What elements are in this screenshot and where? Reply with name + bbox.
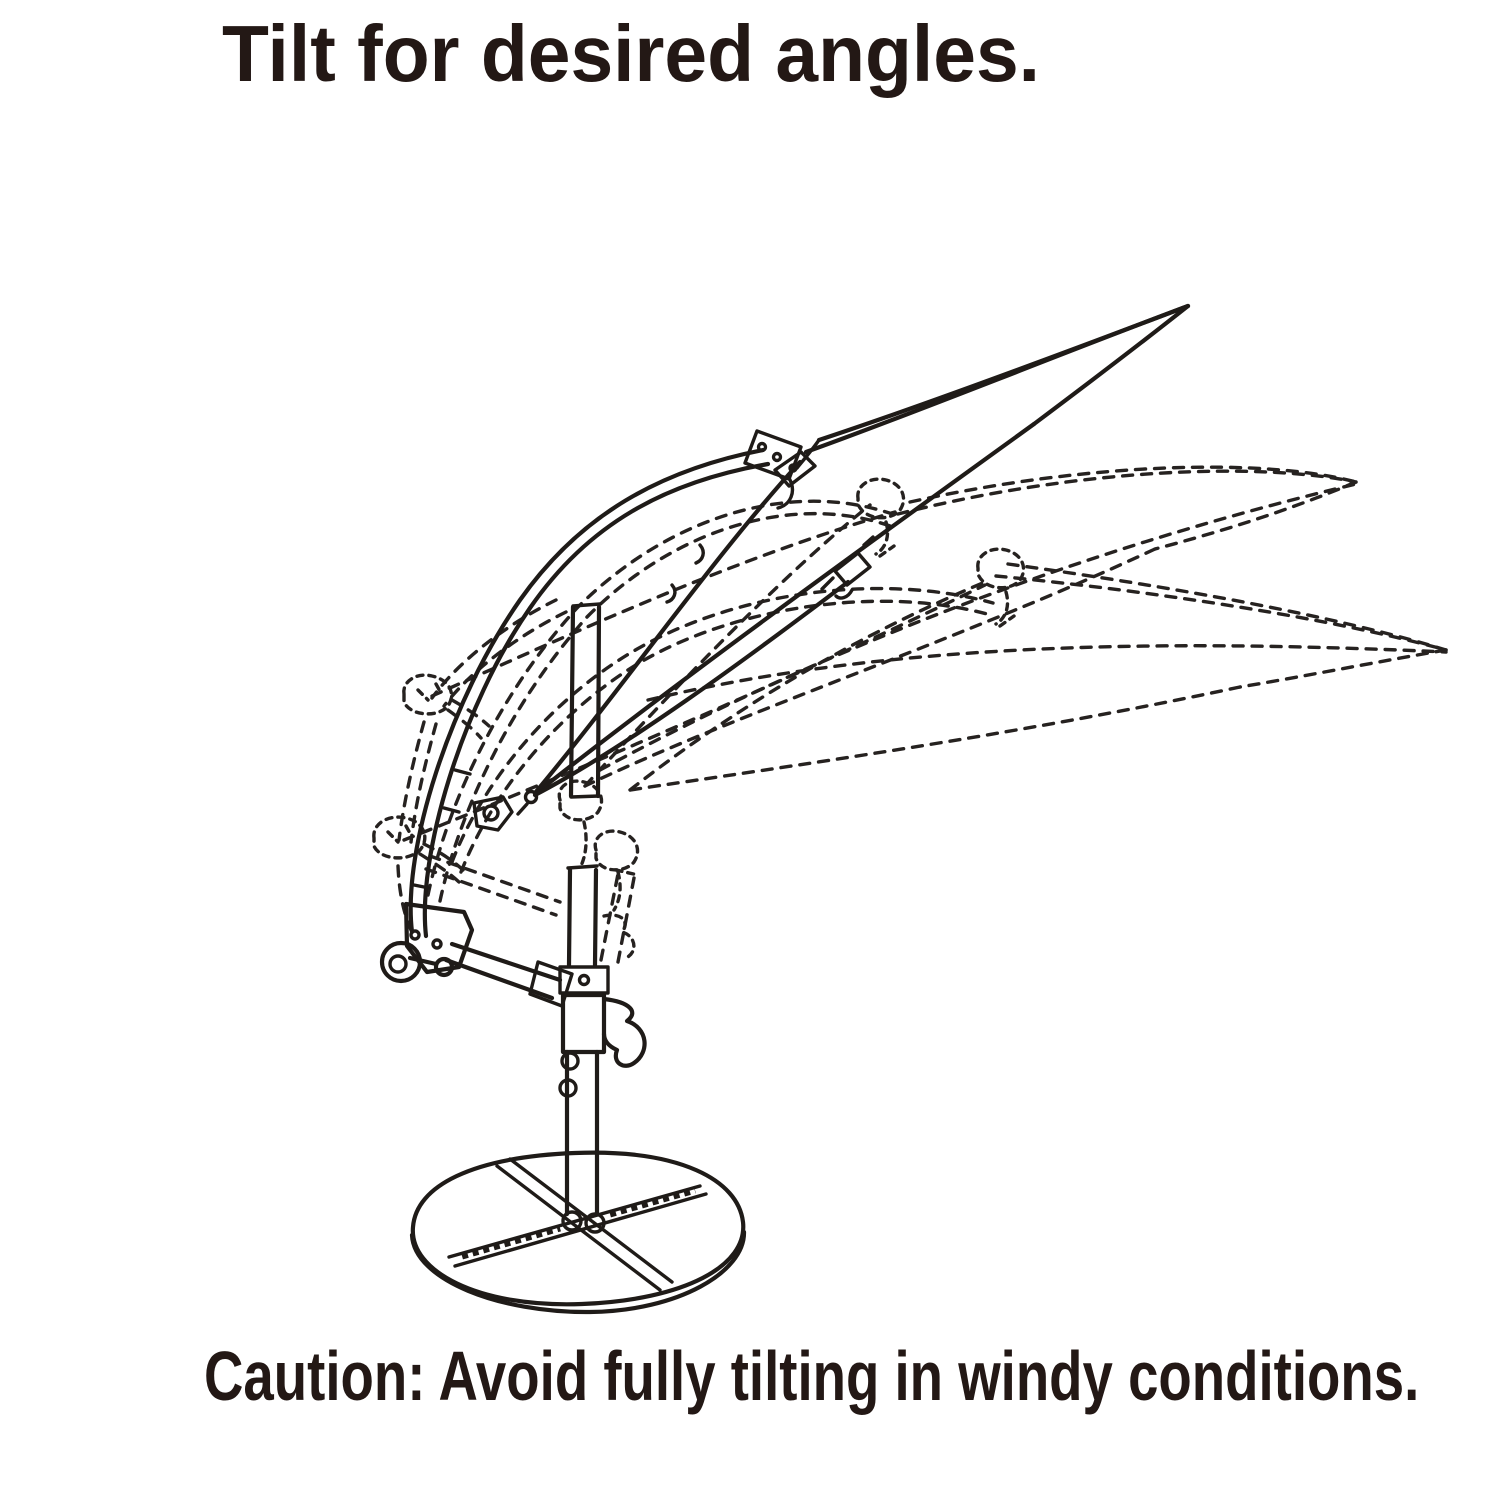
cantilever-arm	[408, 429, 817, 939]
ghost-canopy-2	[402, 547, 1448, 842]
page-title: Tilt for desired angles.	[222, 9, 1040, 98]
arm-top-bracket	[743, 429, 817, 510]
cross-weight-base	[409, 1150, 747, 1315]
pole-clamp	[560, 992, 607, 1055]
crank-handle-knob	[433, 956, 455, 978]
crank-wheel	[379, 940, 423, 984]
push-button-upper	[560, 1051, 580, 1071]
crank-handle	[407, 955, 439, 967]
canopy-pull-strap	[820, 535, 875, 600]
support-strut	[449, 941, 563, 983]
pole-collar	[558, 965, 610, 995]
tilt-lock-lever	[601, 996, 647, 1068]
arm-mid-bracket	[472, 795, 514, 832]
vertical-pole	[558, 602, 647, 1217]
ghost-arm-positions	[372, 499, 995, 964]
caution-text: Caution: Avoid fully tilting in windy co…	[204, 1337, 1420, 1415]
crank-assembly	[379, 901, 574, 1008]
